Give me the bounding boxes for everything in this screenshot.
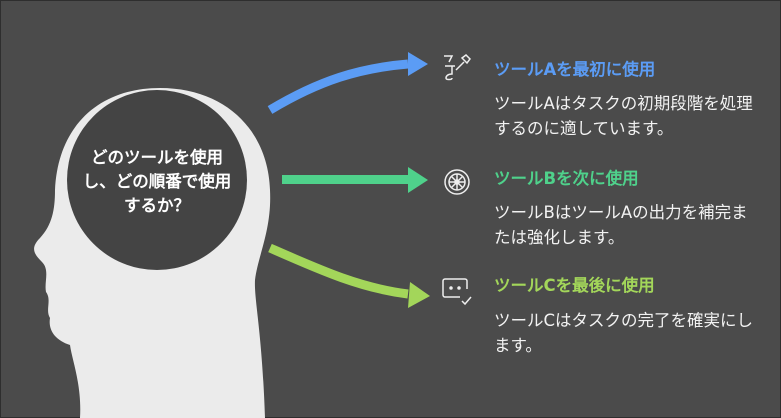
tool-b-description: ツールBはツールAの出力を補完または強化します。: [494, 203, 748, 247]
arrowhead-c: [408, 282, 430, 308]
arrow-a: [267, 59, 409, 114]
thought-circle: [67, 90, 247, 270]
tool-a-title: ツールAを最初に使用: [494, 60, 656, 79]
arrowhead-b: [408, 167, 428, 193]
tool-icon: [444, 54, 471, 81]
arrow-c: [268, 243, 409, 299]
arrow-b: [282, 175, 408, 184]
central-question: どのツールを使用し、どの順番で使用するか？: [82, 148, 232, 215]
gear-icon: [444, 169, 470, 195]
tool-c-title: ツールCを最後に使用: [494, 276, 655, 295]
tool-c-description: ツールCはタスクの完了を確実にします。: [494, 311, 754, 355]
tool-b-title: ツールBを次に使用: [494, 169, 639, 188]
tool-a-description: ツールAはタスクの初期段階を処理するのに適しています。: [494, 94, 753, 138]
message-check-icon: [442, 278, 472, 306]
arrowhead-a: [408, 52, 428, 76]
